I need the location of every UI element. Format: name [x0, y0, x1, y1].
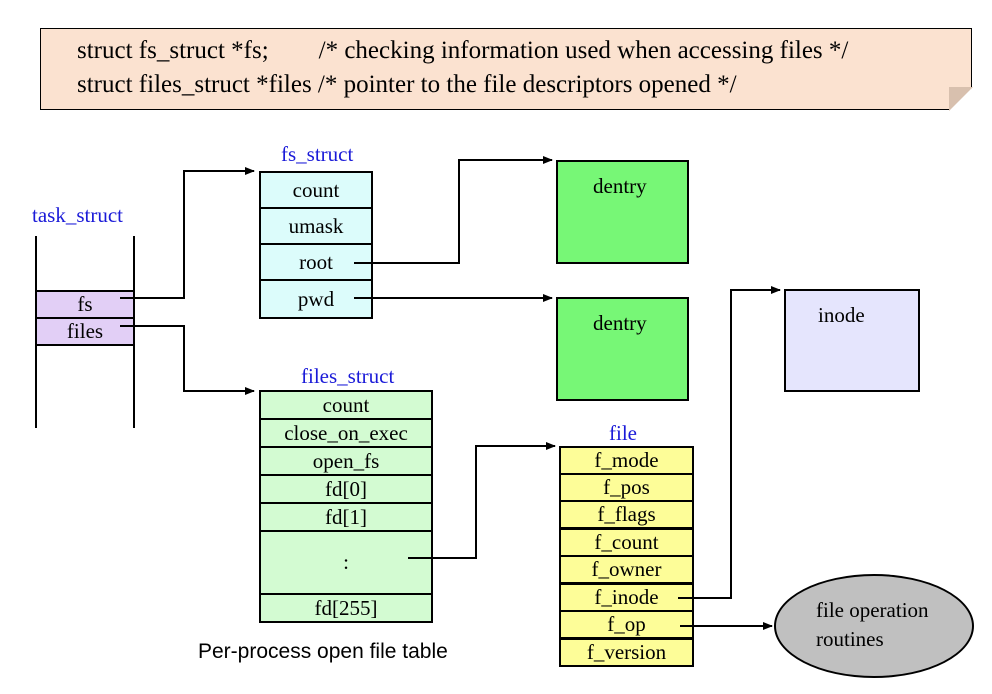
task-struct-title: task_struct — [32, 203, 123, 227]
dentry-root-label: dentry — [593, 174, 647, 198]
arrow-fd-to-file — [408, 442, 556, 559]
file-field-f-mode: f_mode — [559, 446, 694, 475]
files-struct-title: files_struct — [301, 364, 395, 388]
file-title: file — [609, 421, 637, 445]
arrow-f-inode-to-inode — [678, 286, 781, 599]
files-struct-field-open-fs: open_fs — [259, 446, 433, 476]
arrow-fs-to-fs-struct — [120, 167, 255, 299]
caption: Per-process open file table — [198, 640, 448, 663]
file-field-f-count: f_count — [559, 528, 694, 557]
files-struct-field-fd1: fd[1] — [259, 502, 433, 532]
fileops-line-2: routines — [816, 627, 884, 651]
file-operation-routines-oval: file operation routines — [774, 574, 974, 678]
file-field-f-inode: f_inode — [559, 583, 694, 612]
task-struct-field-files: files — [35, 317, 135, 346]
dentry-pwd-label: dentry — [593, 311, 647, 335]
files-struct-field-ellipsis: : — [259, 530, 433, 595]
dentry-pwd-box: dentry — [556, 297, 689, 401]
fs-struct-title: fs_struct — [281, 142, 354, 166]
arrow-root-to-dentry — [354, 156, 553, 264]
fileops-line-1: file operation — [816, 598, 929, 622]
inode-label: inode — [818, 303, 865, 327]
note-folded-corner — [949, 87, 973, 111]
file-field-f-pos: f_pos — [559, 473, 694, 502]
note-line-files: struct files_struct *files /* pointer to… — [77, 71, 737, 98]
fs-struct-field-umask: umask — [259, 207, 373, 245]
declaration-note: struct fs_struct *fs; /* checking inform… — [40, 28, 973, 111]
note-line-fs: struct fs_struct *fs; /* checking inform… — [77, 37, 849, 64]
files-struct-field-fd255: fd[255] — [259, 593, 433, 623]
dentry-root-box: dentry — [556, 160, 689, 264]
file-field-f-version: f_version — [559, 638, 694, 667]
inode-box: inode — [784, 289, 920, 392]
arrow-files-to-files-struct — [120, 325, 255, 395]
